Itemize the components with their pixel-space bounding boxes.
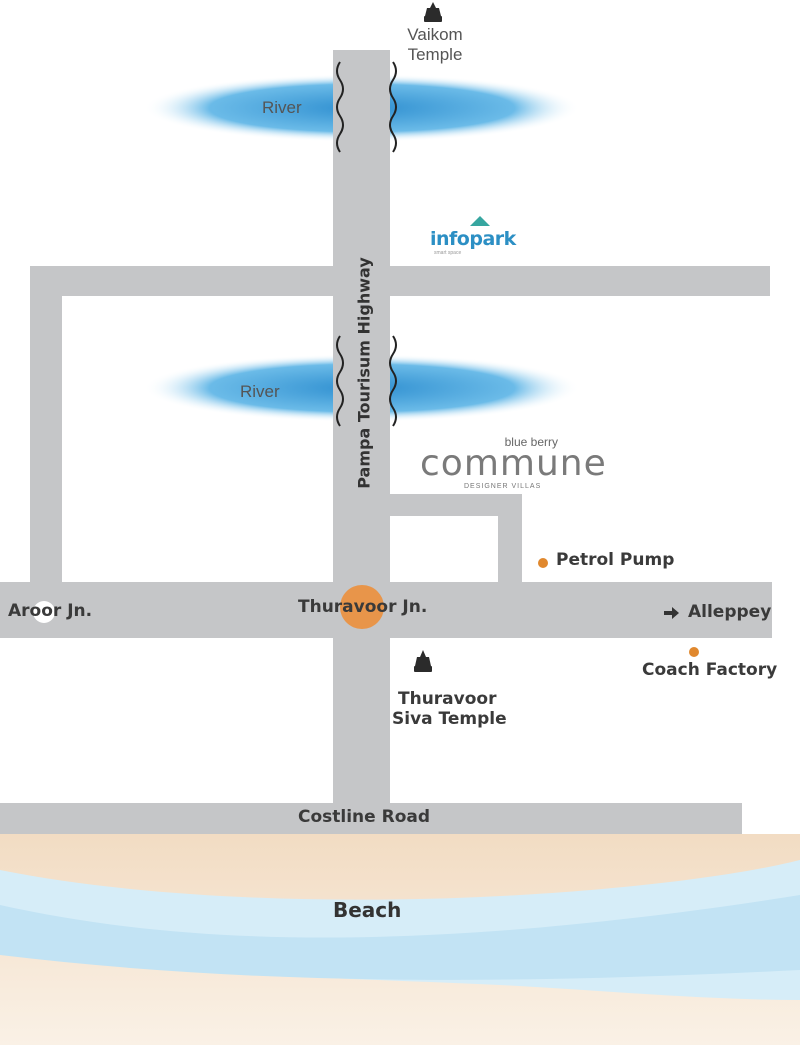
infopark-road [30, 266, 770, 296]
infopark-logo-text: infopark [430, 228, 516, 250]
loop-road-side [498, 494, 522, 594]
river-middle-label: River [240, 382, 280, 401]
thuravoor-road [0, 582, 772, 638]
aroor-junction-marker [33, 601, 55, 623]
commune-logo-top: blue berry [504, 435, 558, 449]
coach-factory-label: Coach Factory [642, 660, 778, 680]
infopark-logo-sub: smart space [434, 250, 462, 256]
commune-logo-main: commune [420, 443, 607, 484]
loop-road-top [390, 494, 522, 516]
sea-wave [0, 895, 800, 980]
pampa-highway-road [333, 50, 390, 832]
highway-label: Pampa Tourisum Highway [354, 257, 374, 489]
bridge-middle [336, 335, 397, 427]
alleppey-label: Alleppey [688, 602, 772, 622]
siva-temple-icon [414, 650, 432, 672]
aroor-road [30, 266, 62, 606]
vaikom-label: Vaikom Temple [407, 25, 463, 64]
vaikom-temple-icon [424, 2, 442, 22]
thuravoor-jn-label: Thuravoor Jn. [298, 597, 428, 617]
aroor-jn-label: Aroor Jn. [8, 601, 93, 621]
bridge-top [336, 61, 397, 153]
infopark-logo: infopark smart space [430, 218, 540, 258]
coach-factory-dot-marker-icon [689, 647, 699, 657]
infopark-logo-mark [470, 216, 490, 226]
thuravoor-junction-marker [340, 585, 384, 629]
river-top-label: River [262, 98, 302, 117]
costline-road-label: Costline Road [298, 807, 431, 827]
commune-logo-sub: DESIGNER VILLAS [464, 483, 542, 490]
siva-temple-label: Thuravoor Siva Temple [392, 689, 507, 729]
petrol-pump-label: Petrol Pump [556, 550, 675, 570]
arrow-right-icon [664, 607, 679, 619]
road-network [0, 50, 772, 834]
beach-label: Beach [333, 898, 402, 922]
petrol-pump-dot-marker-icon [538, 558, 548, 568]
costline-road [0, 803, 742, 834]
commune-logo: blue berry commune DESIGNER VILLAS [420, 435, 606, 493]
